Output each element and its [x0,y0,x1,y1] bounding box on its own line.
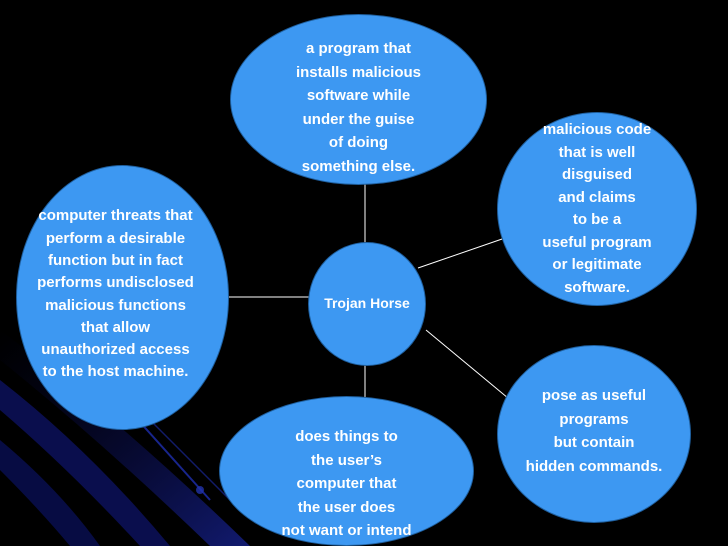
node-left-label: computer threats that perform a desirabl… [37,207,194,381]
node-bottom-right-label: pose as useful programs but contain hidd… [525,387,663,475]
node-top-right: malicious code that is well disguised an… [497,112,697,306]
node-top-right-label: malicious code that is well disguised an… [542,121,652,296]
node-bottom-right: pose as useful programs but contain hidd… [497,345,691,523]
connector-top-right [417,237,506,269]
node-top: a program that installs malicious softwa… [230,14,487,185]
node-left: computer threats that perform a desirabl… [16,165,229,430]
node-bottom-label: does things to the user’s computer that … [281,428,412,540]
node-bottom: does things to the user’s computer that … [219,396,474,546]
connector-bottom-right [425,329,521,409]
node-center: Trojan Horse [308,242,426,366]
node-center-label: Trojan Horse [324,295,410,312]
node-top-label: a program that installs malicious softwa… [295,40,422,175]
